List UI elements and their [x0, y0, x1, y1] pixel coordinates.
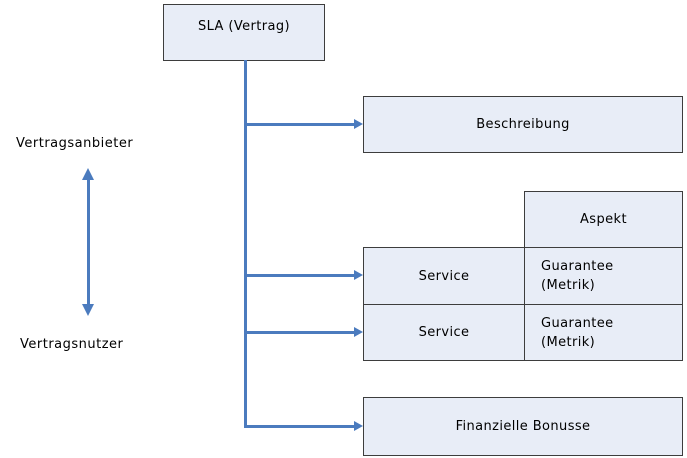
node-service-2: Service	[363, 304, 525, 361]
node-sla-label: SLA (Vertrag)	[197, 19, 291, 34]
node-guarantee-2-label: Guarantee (Metrik)	[541, 315, 614, 350]
node-guarantee-1-label: Guarantee (Metrik)	[541, 259, 614, 293]
arrowhead-right-icon	[354, 327, 363, 337]
node-bonusse-label: Finanzielle Bonusse	[455, 419, 591, 434]
node-aspekt: Aspekt	[524, 191, 683, 248]
label-vertragsanbieter: Vertragsanbieter	[16, 136, 134, 151]
arrow-shaft	[244, 274, 354, 277]
arrowhead-down-icon	[82, 304, 94, 316]
node-service-1-label: Service	[418, 268, 470, 284]
arrowhead-right-icon	[354, 270, 363, 280]
node-bonusse: Finanzielle Bonusse	[363, 397, 683, 456]
arrowhead-right-icon	[354, 119, 363, 129]
arrow-shaft	[244, 425, 354, 428]
arrowhead-right-icon	[354, 421, 363, 431]
node-beschreibung: Beschreibung	[363, 96, 683, 153]
node-guarantee-1: Guarantee (Metrik)	[524, 247, 683, 305]
double-arrow-shaft	[87, 180, 90, 304]
node-beschreibung-label: Beschreibung	[476, 117, 570, 132]
connector-trunk	[244, 60, 247, 428]
node-service-2-label: Service	[418, 325, 470, 340]
node-aspekt-label: Aspekt	[580, 212, 627, 227]
node-sla: SLA (Vertrag)	[163, 4, 325, 61]
node-guarantee-2: Guarantee (Metrik)	[524, 304, 683, 361]
label-vertragsnutzer: Vertragsnutzer	[20, 337, 124, 352]
arrowhead-up-icon	[82, 168, 94, 180]
node-service-1: Service	[363, 247, 525, 305]
arrow-shaft	[244, 331, 354, 334]
arrow-shaft	[244, 123, 354, 126]
